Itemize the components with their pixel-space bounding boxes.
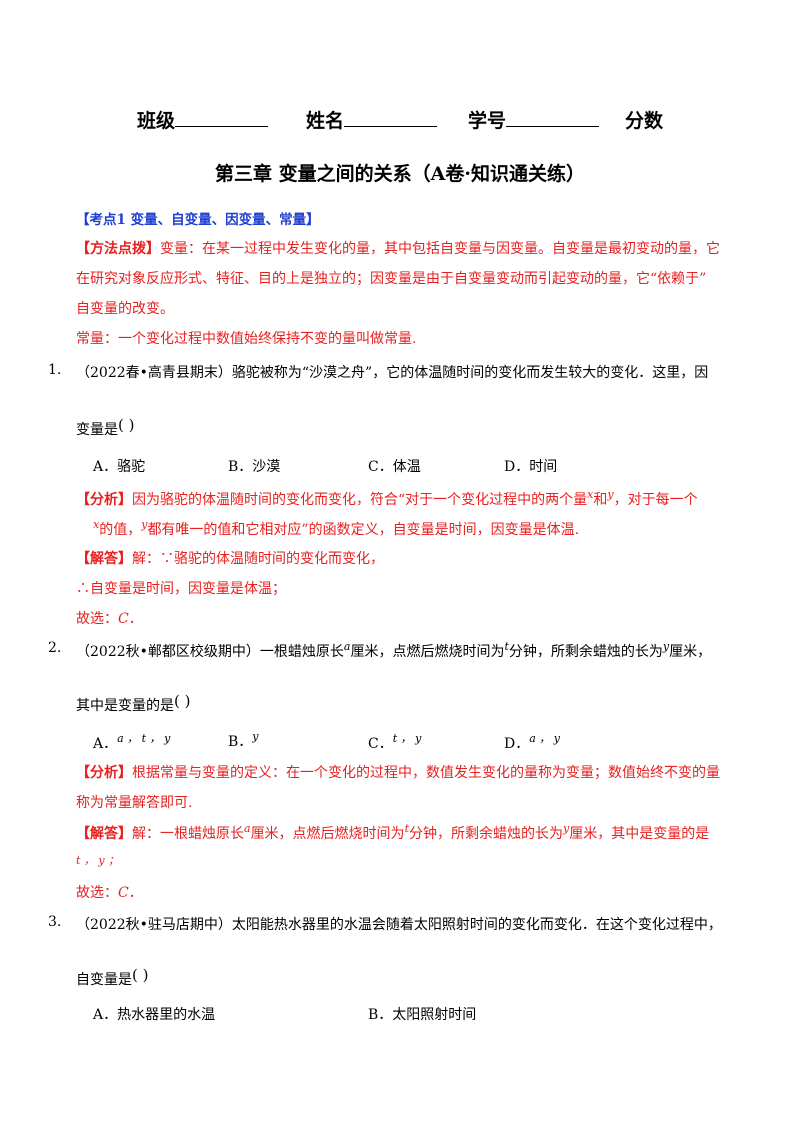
q1-number: 1. bbox=[48, 362, 62, 378]
q1-choice-end: ． bbox=[128, 611, 143, 627]
method-line-1: 【方法点拨】变量：在某一过程中发生变化的量，其中包括自变量与因变量。自变量是最初… bbox=[76, 238, 720, 258]
q1-choice-label: 故选： bbox=[76, 611, 118, 627]
q1-answer-line1: 【解答】解：∵骆驼的体温随时间的变化而变化， bbox=[76, 548, 384, 568]
q2-answer-tag: 【解答】 bbox=[76, 826, 132, 842]
q2-answer-var-t: t bbox=[404, 822, 409, 835]
name-label: 姓名 bbox=[306, 110, 345, 132]
q1-analysis-text-1c: ，对于每一个 bbox=[613, 492, 698, 508]
q2-option-d[interactable]: D．a ， y bbox=[504, 730, 560, 753]
id-field: 学号 bbox=[468, 106, 600, 133]
class-field: 班级 bbox=[137, 106, 269, 133]
q1-option-d[interactable]: D．时间 bbox=[504, 459, 558, 475]
q2-analysis-text-1: 根据常量与变量的定义：在一个变化的过程中，数值发生变化的量称为变量；数值始终不变… bbox=[132, 765, 720, 781]
q2-option-d-label: D． bbox=[504, 736, 530, 752]
q2-option-d-vars: a ， y bbox=[529, 732, 560, 745]
q3-number: 3. bbox=[48, 914, 62, 930]
q2-option-c[interactable]: C．t ， y bbox=[368, 730, 421, 753]
q2-answer-1a: 解：一根蜡烛原长 bbox=[132, 826, 244, 842]
q2-option-b-label: B． bbox=[228, 734, 253, 750]
method-text-1: 变量：在某一过程中发生变化的量，其中包括自变量与因变量。自变量是最初变动的量，它 bbox=[160, 241, 720, 257]
method-line-4: 常量：一个变化过程中数值始终保持不变的量叫做常量. bbox=[76, 331, 417, 347]
q2-number: 2. bbox=[48, 640, 62, 656]
q1-stem-text: 变量是 bbox=[76, 422, 118, 438]
page-title: 第三章 变量之间的关系（A卷·知识通关练） bbox=[215, 163, 585, 185]
q2-var-y: y bbox=[662, 640, 670, 653]
q1-var-x2: x bbox=[93, 518, 100, 531]
q2-stem-line2: 其中是变量的是( ) bbox=[76, 692, 190, 715]
q2-answer-paren[interactable]: ( ) bbox=[174, 692, 191, 710]
q1-analysis-tag: 【分析】 bbox=[76, 492, 132, 508]
q2-var-t: t bbox=[504, 640, 509, 653]
q1-option-a[interactable]: A．骆驼 bbox=[93, 459, 146, 475]
q1-answer-text-1: 解：∵骆驼的体温随时间的变化而变化， bbox=[132, 551, 384, 567]
q3-answer-paren[interactable]: ( ) bbox=[132, 966, 149, 984]
q1-option-c[interactable]: C．体温 bbox=[368, 459, 421, 475]
q2-analysis-line2: 称为常量解答即可. bbox=[76, 795, 193, 811]
name-field: 姓名 bbox=[306, 106, 438, 133]
q2-option-b[interactable]: B．y bbox=[228, 730, 259, 751]
q2-stem-1b: 厘米，点燃后燃烧时间为 bbox=[350, 644, 505, 660]
q2-stem-line1: （2022秋•郸都区校级期中）一根蜡烛原长a厘米，点燃后燃烧时间为t分钟，所剩余… bbox=[76, 640, 711, 661]
q2-answer-var-y: y bbox=[562, 822, 570, 835]
q1-analysis-text-1a: 因为骆驼的体温随时间的变化而变化，符合“对于一个变化过程中的两个量 bbox=[132, 492, 588, 508]
q2-stem-1d: 厘米， bbox=[669, 644, 712, 660]
q1-analysis-text-2b: 都有唯一的值和它相对应”的函数定义，自变量是时间，因变量是体温. bbox=[147, 522, 580, 538]
q2-option-c-label: C． bbox=[368, 736, 393, 752]
q1-analysis-line1: 【分析】因为骆驼的体温随时间的变化而变化，符合“对于一个变化过程中的两个量x和y… bbox=[76, 488, 698, 509]
q2-choice-value: C bbox=[118, 885, 129, 901]
q3-stem-line2: 自变量是( ) bbox=[76, 966, 148, 989]
q1-answer-paren[interactable]: ( ) bbox=[118, 416, 135, 434]
q2-choice-label: 故选： bbox=[76, 885, 118, 901]
q2-stem-text: 其中是变量的是 bbox=[76, 698, 174, 714]
q2-answer-line1: 【解答】解：一根蜡烛原长a厘米，点燃后燃烧时间为t分钟，所剩余蜡烛的长为y厘米，… bbox=[76, 822, 709, 843]
q1-stem-line2: 变量是( ) bbox=[76, 416, 134, 439]
q2-answer-1b: 厘米，点燃后燃烧时间为 bbox=[250, 826, 405, 842]
q1-var-x: x bbox=[587, 488, 594, 501]
method-line-2: 在研究对象反应形式、特征、目的上是独立的；因变量是由于自变量变动而引起变动的量，… bbox=[76, 271, 707, 287]
q2-option-a[interactable]: A．a ， t ， y bbox=[93, 730, 170, 753]
q2-option-a-label: A． bbox=[93, 736, 118, 752]
q1-analysis-text-1b: 和 bbox=[593, 492, 608, 508]
q2-option-b-vars: y bbox=[252, 730, 259, 743]
q2-answer-1c: 分钟，所剩余蜡烛的长为 bbox=[408, 826, 563, 842]
method-line-3: 自变量的改变。 bbox=[76, 301, 174, 317]
q2-analysis-tag: 【分析】 bbox=[76, 765, 132, 781]
class-label: 班级 bbox=[137, 110, 176, 132]
q1-var-y2: y bbox=[141, 518, 148, 531]
section-heading: 【考点1 变量、自变量、因变量、常量】 bbox=[76, 212, 320, 228]
q2-var-a: a bbox=[343, 640, 351, 653]
q2-stem-1c: 分钟，所剩余蜡烛的长为 bbox=[508, 644, 663, 660]
q1-stem-line1: （2022春•高青县期末）骆驼被称为“沙漠之舟”，它的体温随时间的变化而发生较大… bbox=[76, 365, 709, 381]
q1-choice-value: C bbox=[118, 611, 129, 627]
q2-option-a-vars: a ， t ， y bbox=[117, 732, 171, 745]
q3-stem-line1: （2022秋•驻马店期中）太阳能热水器里的水温会随着太阳照射时间的变化而变化．在… bbox=[76, 917, 722, 933]
q2-choice: 故选：C． bbox=[76, 882, 143, 902]
q3-option-a[interactable]: A．热水器里的水温 bbox=[93, 1007, 216, 1023]
q1-var-y: y bbox=[607, 488, 614, 501]
class-blank[interactable] bbox=[175, 109, 269, 127]
q1-answer-tag: 【解答】 bbox=[76, 551, 132, 567]
q2-analysis-line1: 【分析】根据常量与变量的定义：在一个变化的过程中，数值发生变化的量称为变量；数值… bbox=[76, 762, 720, 782]
q1-choice: 故选：C． bbox=[76, 608, 143, 628]
method-tag: 【方法点拨】 bbox=[76, 241, 160, 257]
id-label: 学号 bbox=[468, 110, 507, 132]
q1-analysis-text-2a: 的值， bbox=[99, 522, 142, 538]
q3-stem-text: 自变量是 bbox=[76, 972, 132, 988]
q1-option-b[interactable]: B．沙漠 bbox=[228, 459, 281, 475]
q2-choice-end: ． bbox=[128, 885, 143, 901]
q3-option-b[interactable]: B．太阳照射时间 bbox=[368, 1007, 477, 1023]
q2-answer-line2: t ， y ； bbox=[76, 852, 119, 874]
q2-answer-1d: 厘米，其中是变量的是 bbox=[569, 826, 710, 842]
id-blank[interactable] bbox=[506, 109, 600, 127]
q2-answer-var-a: a bbox=[244, 822, 251, 835]
score-label: 分数 bbox=[625, 110, 664, 132]
q1-answer-line2: ∴自变量是时间，因变量是体温； bbox=[76, 581, 286, 597]
q1-analysis-line2: x的值，y都有唯一的值和它相对应”的函数定义，自变量是时间，因变量是体温. bbox=[93, 518, 579, 539]
q2-stem-1a: （2022秋•郸都区校级期中）一根蜡烛原长 bbox=[76, 644, 344, 660]
q2-answer-vars: t ， y ； bbox=[76, 854, 120, 867]
name-blank[interactable] bbox=[344, 109, 438, 127]
q2-option-c-vars: t ， y bbox=[392, 732, 422, 745]
